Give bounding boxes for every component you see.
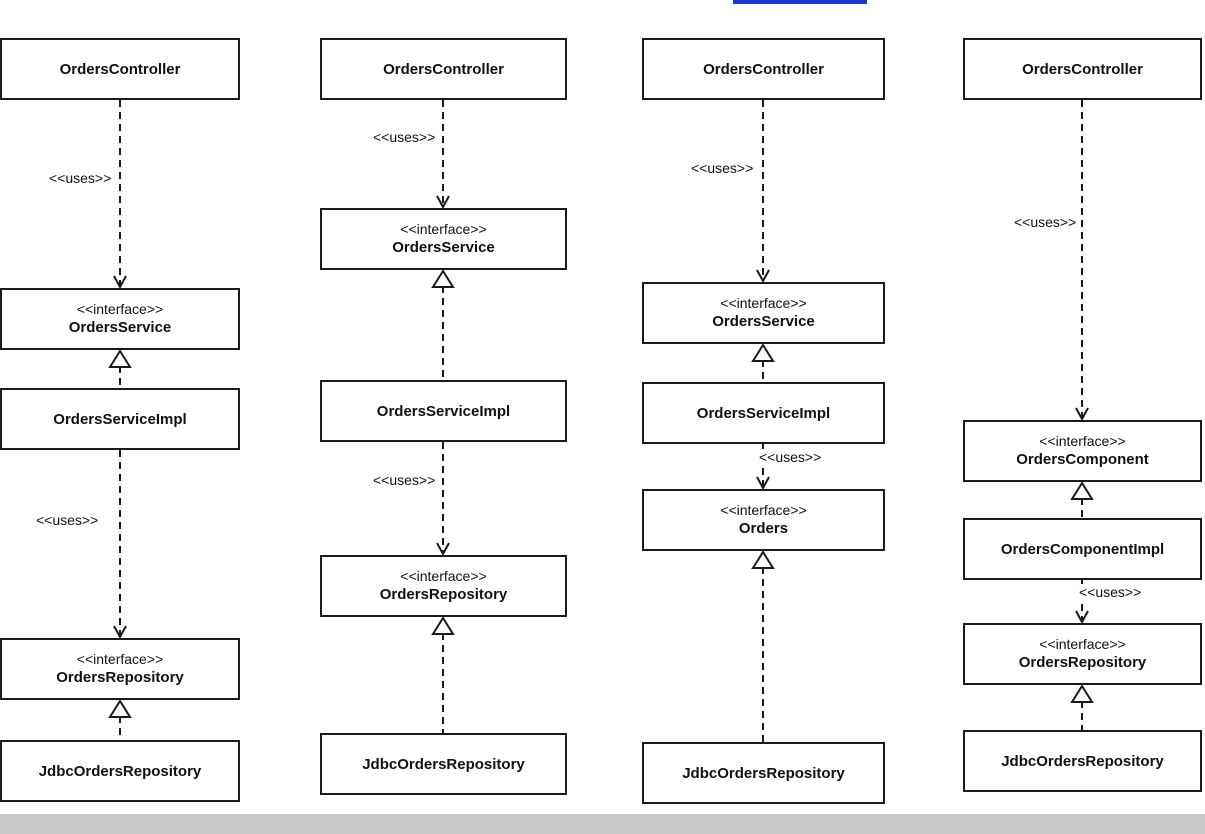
uses-arrowhead-3-1 [1075, 610, 1089, 625]
class-name: JdbcOrdersRepository [1001, 752, 1164, 770]
class-box-0-1: <<interface>> OrdersService [0, 288, 240, 350]
uses-label: <<uses>> [1078, 584, 1143, 600]
uses-label: <<uses>> [1013, 214, 1078, 230]
class-name: Orders [738, 520, 789, 537]
class-name: OrdersController [1022, 60, 1143, 78]
realization-triangle-1-1 [431, 616, 455, 635]
bottom-bar [0, 814, 1205, 834]
class-box-3-3: <<interface>> OrdersRepository [963, 623, 1202, 685]
class-box-1-2: OrdersServiceImpl [320, 380, 567, 442]
top-link[interactable] [733, 0, 867, 4]
uses-label: <<uses>> [372, 472, 437, 488]
class-name: OrdersService [392, 239, 495, 256]
class-name: OrdersComponentImpl [1000, 540, 1165, 558]
class-name: JdbcOrdersRepository [362, 755, 525, 773]
class-name: OrdersServiceImpl [376, 402, 511, 420]
uses-label: <<uses>> [35, 512, 100, 528]
realization-triangle-3-1 [1070, 684, 1094, 703]
class-box-1-0: OrdersController [320, 38, 567, 100]
class-box-2-3: <<interface>> Orders [642, 489, 885, 551]
realization-triangle-0-0 [108, 349, 132, 368]
class-box-2-4: JdbcOrdersRepository [642, 742, 885, 804]
uses-label: <<uses>> [48, 170, 113, 186]
class-box-0-2: OrdersServiceImpl [0, 388, 240, 450]
class-box-0-4: JdbcOrdersRepository [0, 740, 240, 802]
class-name: JdbcOrdersRepository [38, 762, 202, 780]
stereotype-label: <<interface>> [1039, 636, 1126, 652]
realization-triangle-0-1 [108, 699, 132, 718]
class-box-1-1: <<interface>> OrdersService [320, 208, 567, 270]
stereotype-label: <<interface>> [76, 301, 164, 317]
uses-arrowhead-2-0 [756, 269, 770, 284]
stereotype-label: <<interface>> [720, 295, 807, 311]
class-name: OrdersRepository [379, 586, 508, 603]
class-box-3-2: OrdersComponentImpl [963, 518, 1202, 580]
uses-arrowhead-2-1 [756, 476, 770, 491]
class-box-2-0: OrdersController [642, 38, 885, 100]
stereotype-label: <<interface>> [400, 568, 487, 584]
uses-arrowhead-0-1 [113, 625, 127, 640]
class-name: OrdersController [703, 60, 824, 78]
realization-triangle-2-1 [751, 550, 775, 569]
class-name: OrdersRepository [56, 669, 184, 686]
realization-triangle-3-0 [1070, 481, 1094, 500]
class-name: OrdersComponent [1016, 451, 1149, 468]
class-box-1-3: <<interface>> OrdersRepository [320, 555, 567, 617]
class-box-3-0: OrdersController [963, 38, 1202, 100]
class-name: JdbcOrdersRepository [682, 764, 845, 782]
class-box-2-1: <<interface>> OrdersService [642, 282, 885, 344]
class-name: OrdersServiceImpl [53, 410, 187, 428]
class-box-2-2: OrdersServiceImpl [642, 382, 885, 444]
class-name: OrdersController [383, 60, 504, 78]
stereotype-label: <<interface>> [720, 502, 807, 518]
uses-label: <<uses>> [758, 449, 823, 465]
class-name: OrdersServiceImpl [696, 404, 831, 422]
realization-triangle-1-0 [431, 269, 455, 288]
uses-arrowhead-1-1 [436, 542, 450, 557]
class-name: OrdersRepository [1018, 654, 1147, 671]
stereotype-label: <<interface>> [400, 221, 487, 237]
class-box-0-0: OrdersController [0, 38, 240, 100]
uses-arrowhead-0-0 [113, 275, 127, 290]
class-box-3-1: <<interface>> OrdersComponent [963, 420, 1202, 482]
realization-triangle-2-0 [751, 343, 775, 362]
class-box-3-4: JdbcOrdersRepository [963, 730, 1202, 792]
class-name: OrdersController [59, 60, 181, 78]
stereotype-label: <<interface>> [76, 651, 164, 667]
class-name: OrdersService [712, 313, 815, 330]
stereotype-label: <<interface>> [1039, 433, 1126, 449]
uses-arrowhead-3-0 [1075, 407, 1089, 422]
class-name: OrdersService [68, 319, 172, 336]
uses-arrowhead-1-0 [436, 195, 450, 210]
uses-label: <<uses>> [690, 160, 755, 176]
uses-label: <<uses>> [372, 129, 437, 145]
class-box-1-4: JdbcOrdersRepository [320, 733, 567, 795]
class-box-0-3: <<interface>> OrdersRepository [0, 638, 240, 700]
